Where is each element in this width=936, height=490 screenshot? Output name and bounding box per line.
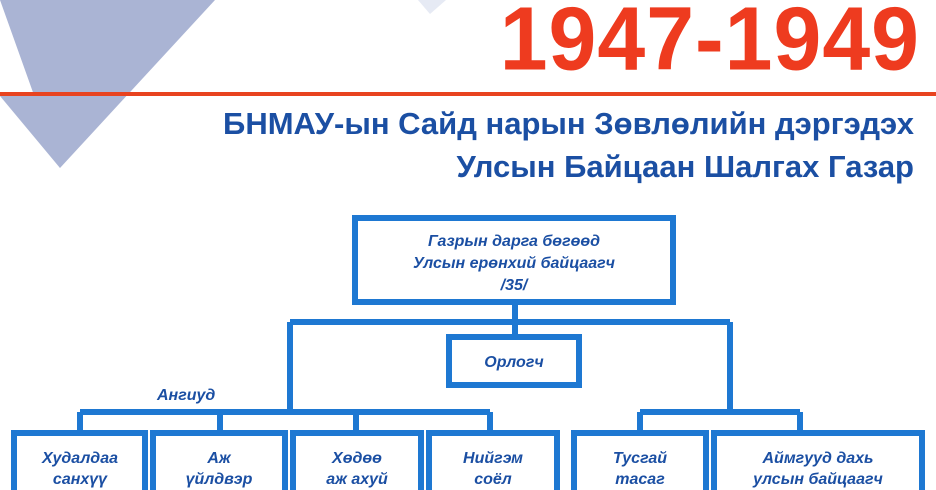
head-line1: Газрын дарга бөгөөд — [428, 233, 600, 250]
unit-box-agriculture — [290, 430, 424, 490]
page-title-line2: Улсын Байцаан Шалгах Газар — [456, 149, 914, 184]
unit-3-line1: Хөдөө — [331, 450, 382, 467]
unit-box-aimag-inspectors — [711, 430, 925, 490]
unit-5-line2: тасаг — [615, 471, 665, 488]
unit-4-line1: Нийгэм — [463, 450, 523, 467]
deputy-box — [446, 334, 582, 388]
unit-1-line1: Худалдаа — [41, 450, 118, 467]
head-line3: /35/ — [500, 277, 529, 294]
head-line2: Улсын ерөнхий байцаагч — [413, 255, 615, 272]
unit-box-trade-finance — [11, 430, 148, 490]
group-label: Ангиуд — [156, 387, 215, 404]
unit-1-line2: санхүү — [53, 471, 108, 488]
year-range: 1947-1949 — [499, 0, 920, 90]
red-divider — [0, 92, 936, 96]
unit-6-line2: улсын байцаагч — [752, 471, 883, 488]
page-title-line1: БНМАУ-ын Сайд нарын Зөвлөлийн дэргэдэх — [223, 106, 914, 141]
unit-box-social-culture — [426, 430, 560, 490]
unit-4-line2: соёл — [474, 471, 512, 488]
deputy-label: Орлогч — [484, 354, 543, 371]
unit-box-special-section — [571, 430, 709, 490]
unit-box-industry — [150, 430, 288, 490]
unit-6-line1: Аймгууд дахь — [761, 450, 873, 467]
head-box — [352, 215, 676, 305]
unit-5-line1: Тусгай — [613, 450, 667, 467]
unit-2-line1: Аж — [206, 450, 232, 467]
unit-2-line2: үйлдвэр — [186, 471, 253, 488]
unit-3-line2: аж ахуй — [326, 471, 388, 488]
